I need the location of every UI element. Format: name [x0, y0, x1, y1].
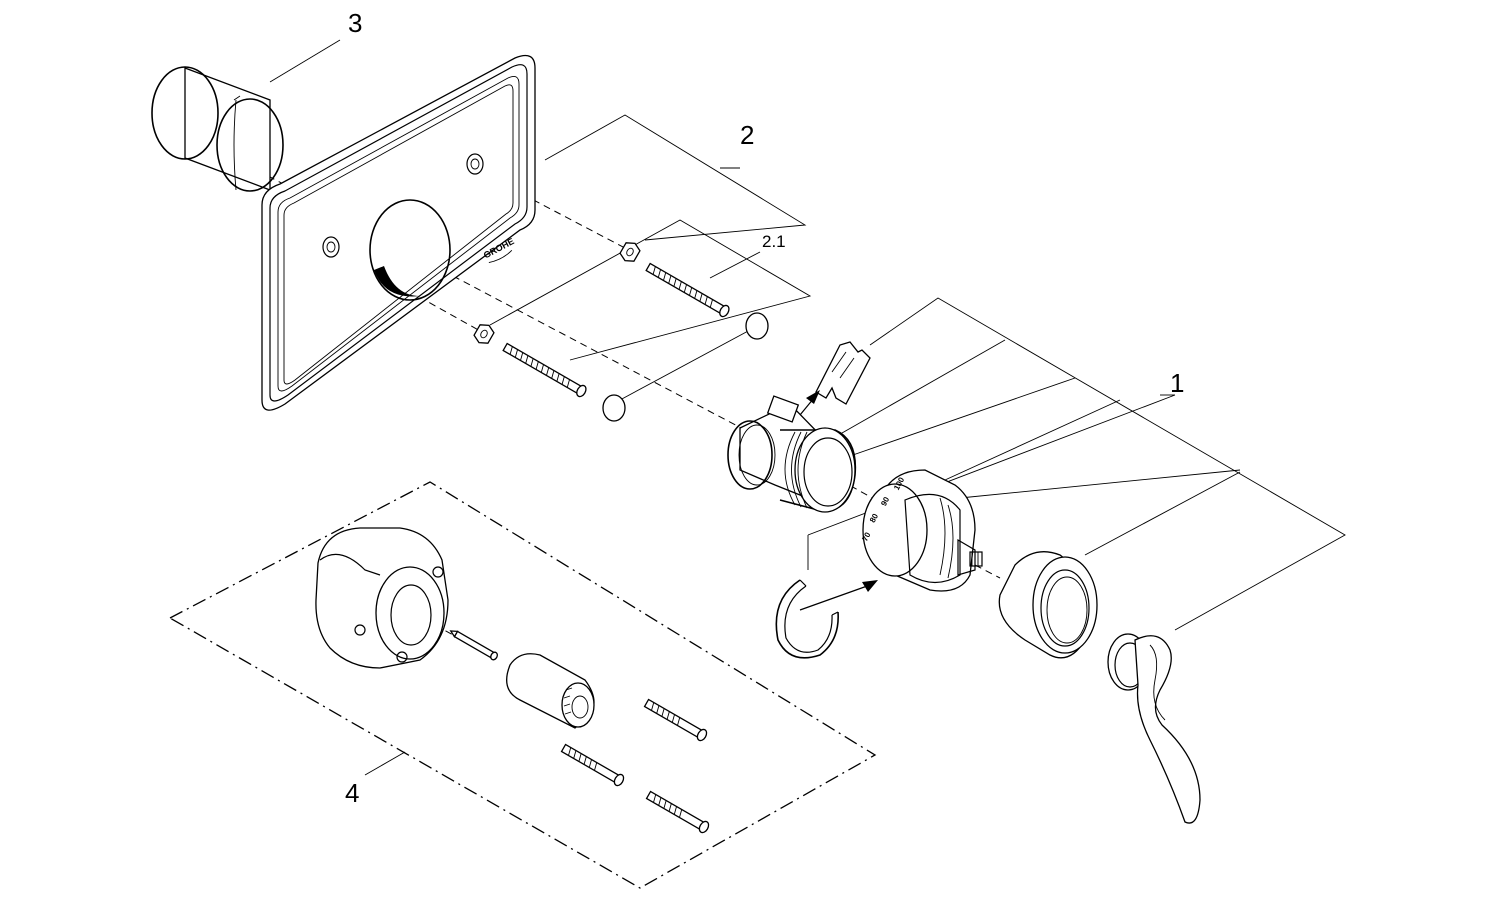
callout-2: 2	[740, 120, 754, 150]
thermostat-cartridge: 70 80 90 100	[860, 469, 983, 592]
callout-1: 1	[1170, 368, 1184, 398]
snap-ring	[775, 579, 878, 659]
screws-and-nuts-part-2-1	[473, 242, 769, 422]
cover-plate-part-2: GROHE	[261, 54, 536, 411]
lever-handle	[1107, 633, 1201, 824]
retaining-clip	[799, 341, 871, 416]
sleeve-ring	[998, 551, 1098, 659]
callout-4: 4	[345, 778, 359, 808]
callout-2-1: 2.1	[762, 232, 786, 251]
callout-3: 3	[348, 8, 362, 38]
accessory-kit-part-4	[168, 481, 877, 889]
sleeve-part-3	[151, 66, 284, 192]
mounting-adapter	[727, 395, 857, 513]
